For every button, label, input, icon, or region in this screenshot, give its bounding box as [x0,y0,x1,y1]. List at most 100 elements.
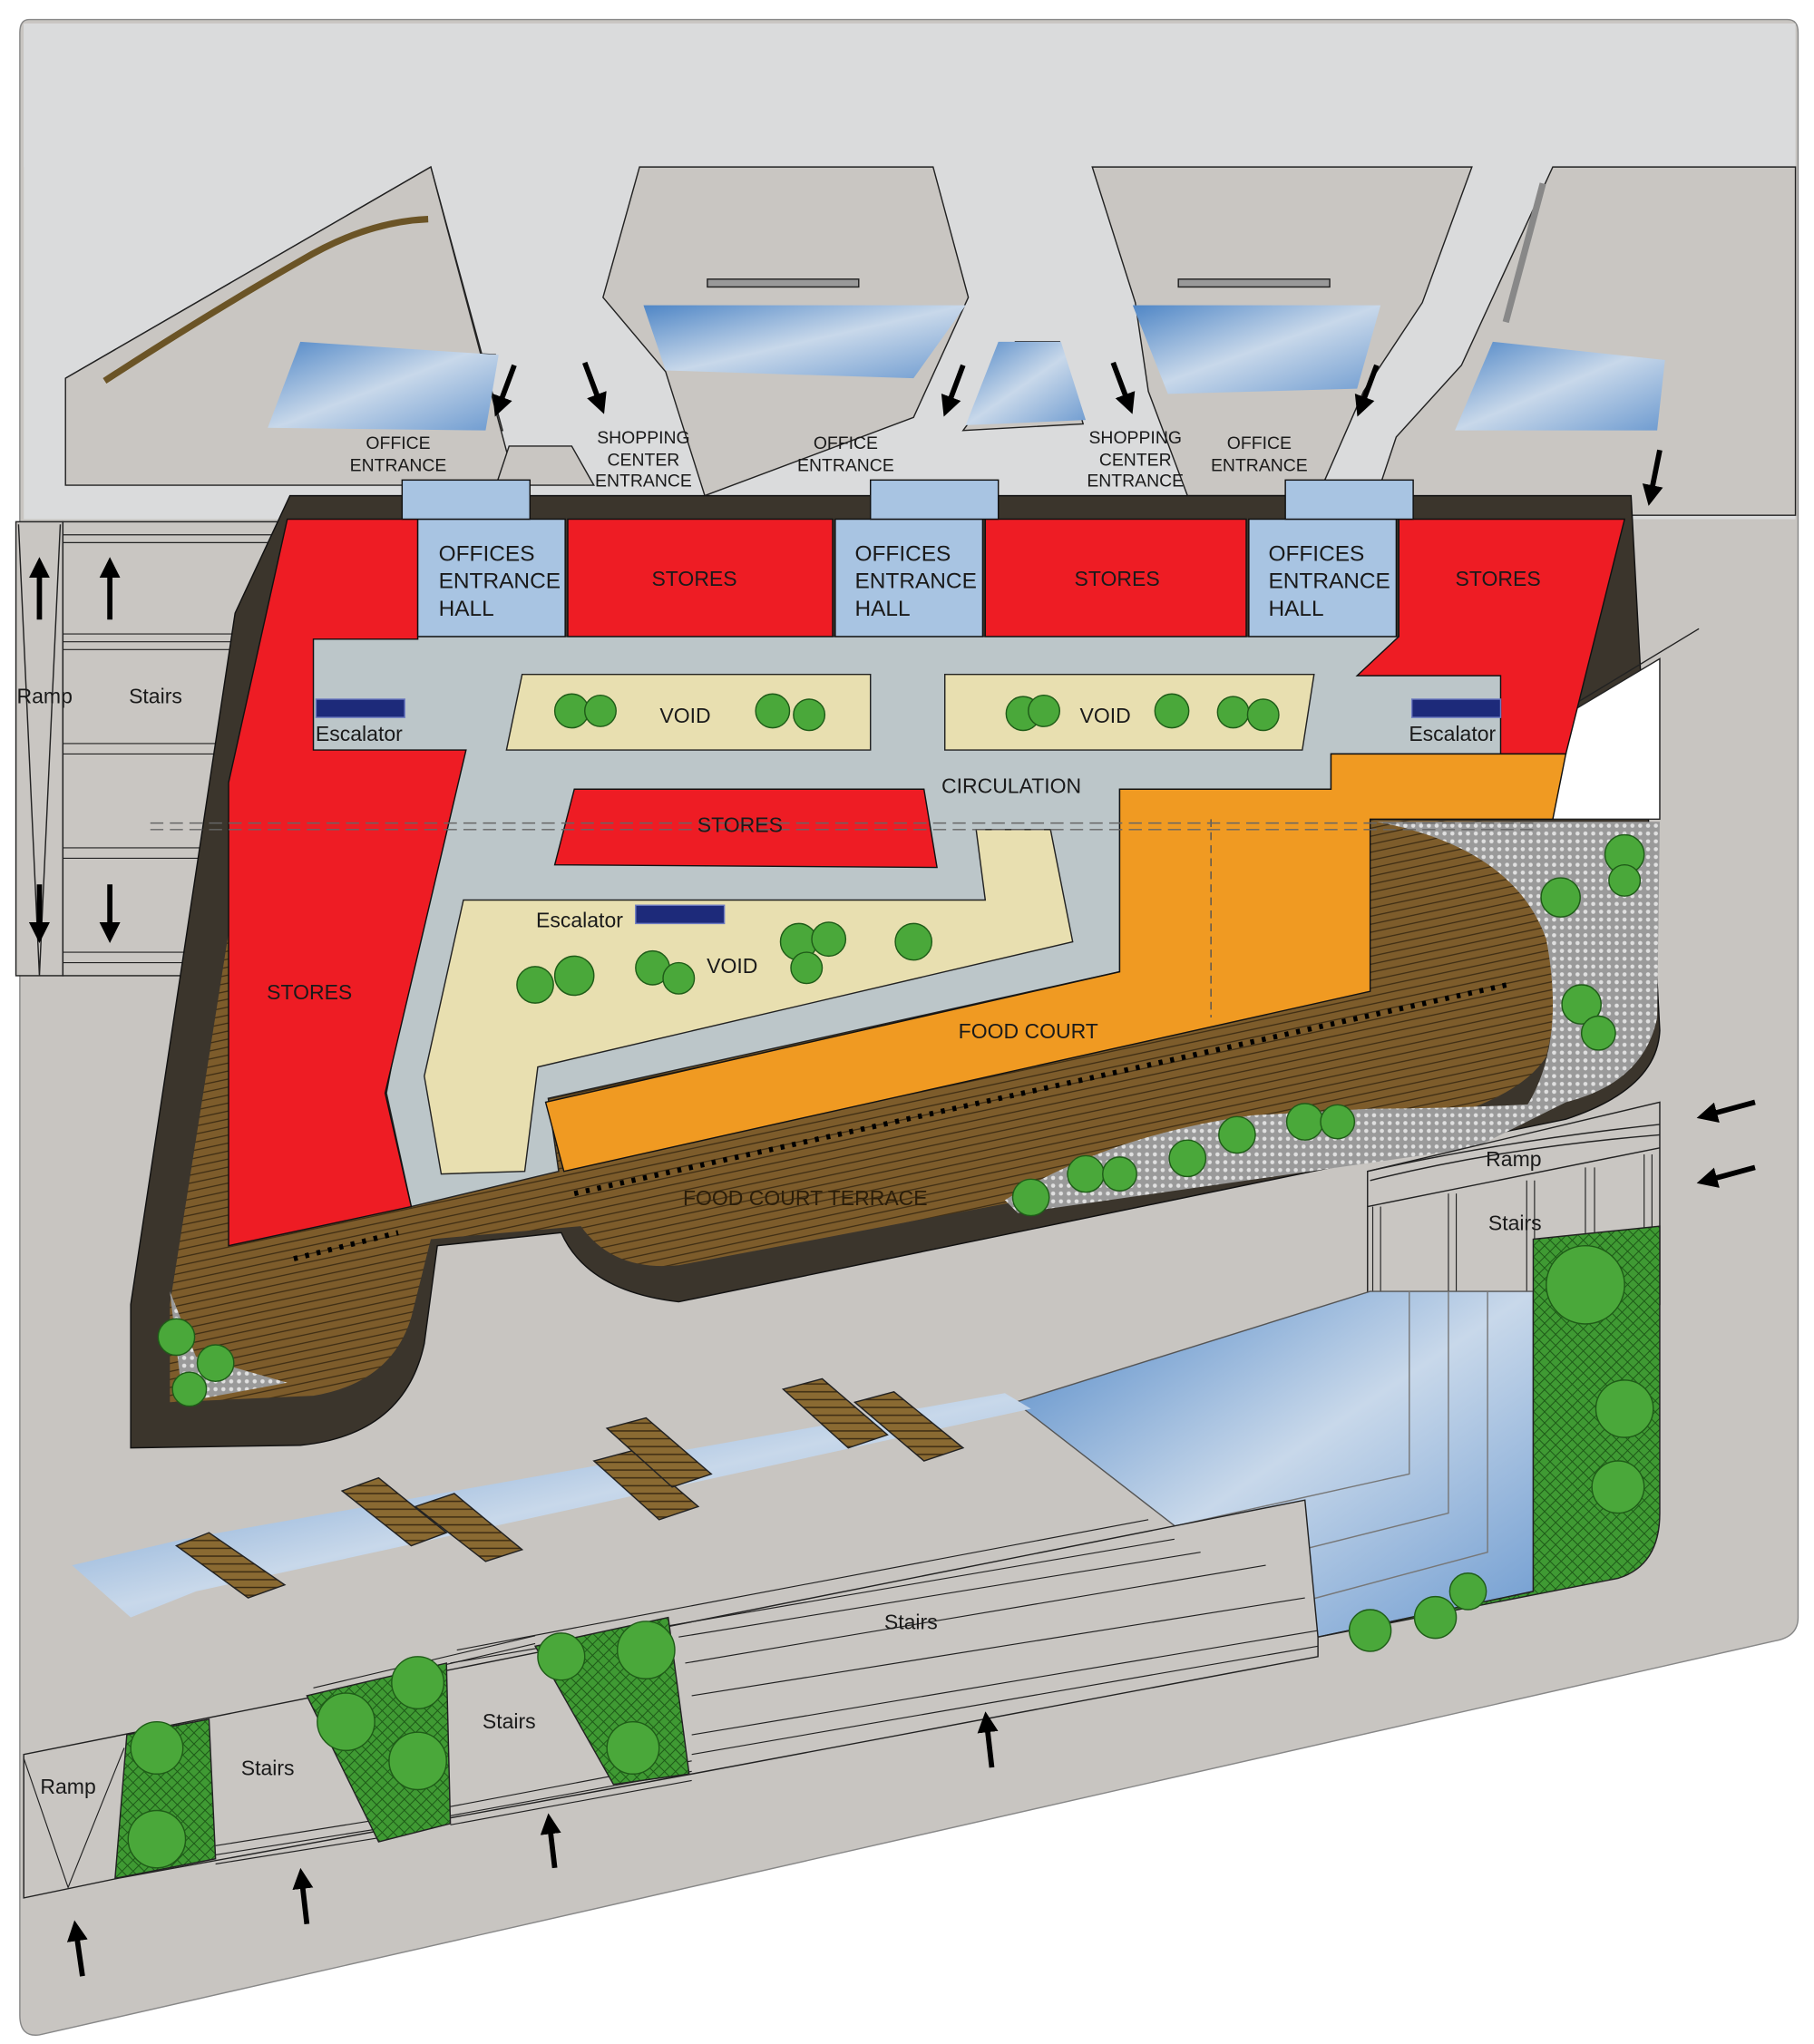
tree-icon [171,1371,208,1407]
tree-icon [1348,1609,1392,1652]
tree-icon [1595,1379,1654,1438]
hedge-right [1317,1225,1661,1638]
stores-middle [553,788,938,869]
stores-label: STORES [267,980,352,1004]
tree-icon [811,921,847,958]
tree-icon [1028,694,1061,727]
tree-icon [516,966,554,1004]
tree-icon [196,1344,235,1383]
stores-label: STORES [651,567,736,590]
void-3 [424,829,1074,1175]
tree-icon [793,698,826,732]
arrow-icon [1696,1099,1756,1123]
arrow-icon [1110,361,1136,414]
tree-icon [662,961,696,995]
tree-icon [1591,1460,1645,1514]
arrow-icon [1354,364,1380,417]
stairs-label: Stairs [241,1757,295,1780]
stores-top-1 [567,518,834,638]
void-label: VOID [1080,704,1131,727]
tree-icon [1608,863,1642,897]
tree-icon [1540,877,1581,918]
tree-icon [755,693,791,729]
tree-icon [127,1809,187,1869]
tree-icon [1546,1244,1625,1325]
tree-icon [1285,1103,1324,1141]
tree-icon [1320,1104,1356,1140]
tree-icon [317,1692,375,1752]
tree-icon [553,955,595,997]
arrow-icon [1642,449,1663,506]
water-features-top [268,305,1665,431]
escalator-label: Escalator [316,722,403,745]
tree-icon [391,1656,445,1710]
tree-icon [157,1318,196,1357]
ramp-label: Ramp [40,1775,95,1798]
tree-icon [130,1720,184,1775]
gravel-left [170,1291,288,1403]
tree-icon [1168,1139,1207,1178]
escalator-icons [315,698,1502,925]
ramp-label: Ramp [1486,1147,1541,1171]
food-court-terrace-label: FOOD COURT TERRACE [683,1186,928,1210]
tree-icon [537,1632,586,1681]
stores-top-2 [984,518,1247,638]
escalator-label: Escalator [1409,722,1496,745]
arrow-icon [582,361,607,414]
access-arrows [28,361,1756,1977]
tree-icon [1413,1595,1458,1640]
void-label: VOID [707,954,757,978]
void-1 [505,673,872,751]
stairs-label: Stairs [884,1611,938,1634]
food-court [544,753,1567,1173]
arrow-icon [493,364,517,417]
tree-icon [1246,698,1280,732]
tree-icon [1561,984,1602,1025]
tree-icon [1011,1178,1050,1217]
tree-icon [894,922,933,961]
tree-icon [1154,693,1190,729]
tree-icon [1067,1154,1105,1193]
stores-label: STORES [697,813,783,837]
arrow-icon [292,1867,314,1924]
arrow-icon [977,1711,999,1768]
tree-icon [790,951,824,985]
gravel-bottom [1004,1102,1566,1213]
tree-icon [1580,1015,1616,1051]
stairs-label: Stairs [483,1709,536,1733]
tree-icon [1216,696,1250,729]
tree-icon [553,693,590,729]
arrow-icon [1696,1164,1756,1188]
trees [127,693,1654,1869]
stairs-label: Stairs [129,684,182,707]
circulation-label: CIRCULATION [941,774,1081,798]
stores-label: STORES [1075,567,1160,590]
void-label: VOID [659,704,710,727]
stairs-label: Stairs [1488,1211,1542,1234]
tree-icon [616,1621,676,1679]
tree-icon [583,694,617,727]
escalator-label: Escalator [536,909,623,932]
tree-icon [606,1720,660,1775]
boardwalk-planks [175,1377,965,1599]
arrow-icon [941,364,966,417]
tree-icon [1448,1572,1487,1611]
tree-icon [1218,1115,1256,1154]
void-2 [943,673,1315,751]
entrance-halls [401,479,1414,638]
tree-icon [1102,1156,1137,1192]
ramp-label: Ramp [17,684,73,707]
water-channel [72,1393,1031,1618]
arrow-icon [540,1813,561,1869]
food-court-label: FOOD COURT [959,1019,1098,1043]
stores-label: STORES [1456,567,1541,590]
